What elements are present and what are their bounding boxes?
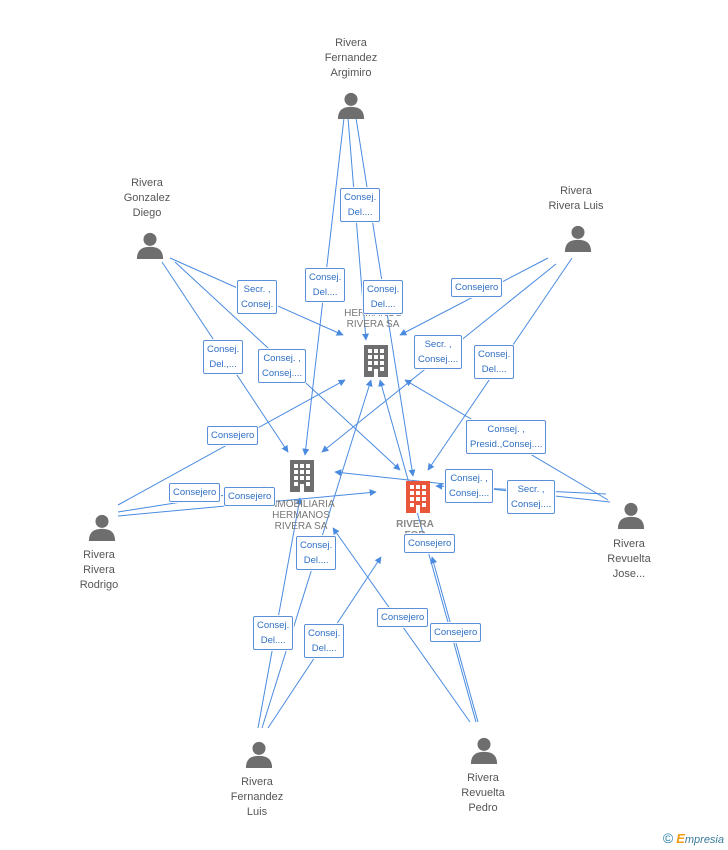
relation-label[interactable]: Consej. , Presid.,Consej....	[466, 420, 547, 454]
person-icon[interactable]	[88, 514, 116, 541]
person-label-diego[interactable]: Rivera Gonzalez Diego	[123, 177, 171, 219]
relation-label[interactable]: Consejero	[377, 608, 429, 627]
relation-label[interactable]: Consejero	[404, 534, 456, 553]
relation-label[interactable]: Consej. Del....	[474, 345, 515, 379]
relation-edge-luis_f-inmobiliaria	[257, 497, 303, 729]
relation-label[interactable]: Secr. , Consej....	[414, 335, 463, 369]
building-icon[interactable]	[364, 345, 388, 377]
person-icon[interactable]	[245, 741, 273, 768]
relation-label[interactable]: Consej. Del....	[253, 616, 294, 650]
relation-label[interactable]: Consej. , Consej....	[258, 349, 307, 383]
copyright-icon: ©	[662, 830, 674, 846]
relation-label[interactable]: Consejero	[224, 487, 276, 506]
person-label-luis_f[interactable]: Rivera Fernandez Luis	[230, 776, 284, 818]
empresia-logo: ©Empresia	[662, 830, 724, 846]
relation-label[interactable]: Consejero	[207, 426, 259, 445]
person-label-argimiro[interactable]: Rivera Fernandez Argimiro	[324, 37, 378, 79]
relation-label[interactable]: Secr. , Consej.	[237, 280, 278, 314]
relation-label[interactable]: Secr. , Consej....	[507, 480, 556, 514]
building-icon[interactable]	[406, 481, 430, 513]
relation-label[interactable]: Consej. Del....	[304, 624, 345, 658]
relation-label[interactable]: Consejero	[451, 278, 503, 297]
relation-label[interactable]: Consejero	[430, 623, 482, 642]
person-icon[interactable]	[564, 225, 592, 252]
relation-label[interactable]: Consej. Del....	[340, 188, 381, 222]
relation-label[interactable]: Consej. Del.,...	[203, 340, 244, 374]
person-label-jose[interactable]: Rivera Revuelta Jose...	[607, 538, 651, 580]
relation-label[interactable]: Consejero	[169, 483, 221, 502]
relation-label[interactable]: Consej. Del....	[296, 536, 337, 570]
relation-label[interactable]: Consej. Del....	[363, 280, 404, 314]
person-label-luis_rr[interactable]: Rivera Rivera Luis	[548, 185, 604, 212]
building-icon[interactable]	[290, 460, 314, 492]
company-label-inmobiliaria[interactable]: INMOBILIARIA HERMANOS RIVERA SA	[267, 499, 335, 532]
person-label-rodrigo[interactable]: Rivera Rivera Rodrigo	[79, 549, 119, 591]
person-icon[interactable]	[337, 92, 365, 119]
person-icon[interactable]	[470, 737, 498, 764]
person-icon[interactable]	[617, 502, 645, 529]
person-icon[interactable]	[136, 232, 164, 259]
person-label-pedro[interactable]: Rivera Revuelta Pedro	[461, 772, 505, 814]
relation-label[interactable]: Consej. Del....	[305, 268, 346, 302]
relation-label[interactable]: Consej. , Consej....	[445, 469, 494, 503]
